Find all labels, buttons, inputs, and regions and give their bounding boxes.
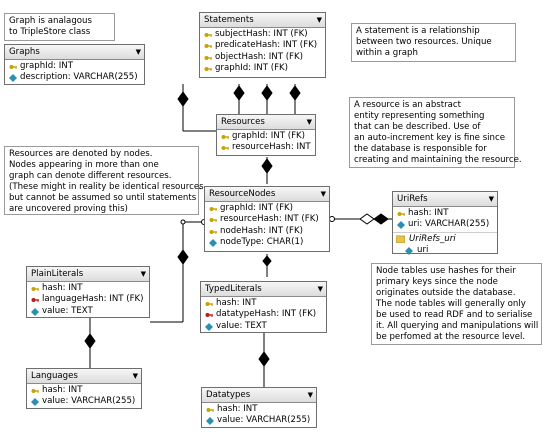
attribute-row: resourceHash: INT (FK) — [208, 214, 329, 225]
primary-key-icon — [204, 65, 212, 73]
statements-title[interactable]: Statements▼ — [200, 13, 325, 28]
graphs-entity[interactable]: Graphs▼ graphId: INT description: VARCHA… — [4, 44, 145, 85]
attribute-row: hash: INT — [205, 404, 316, 415]
primary-key-icon — [209, 205, 217, 213]
index-attribute-row: uri — [393, 245, 497, 256]
attribute-row: languageHash: INT (FK) — [30, 294, 149, 305]
attribute-row: value: TEXT — [30, 306, 149, 317]
primary-key-icon — [221, 133, 229, 141]
attribute-row: graphId: INT (FK) — [208, 203, 329, 214]
attribute-row: uri: VARCHAR(255) — [396, 219, 497, 230]
typedliterals-title[interactable]: TypedLiterals▼ — [201, 282, 326, 297]
graph-note: Graph is analagous to TripleStore class — [4, 13, 115, 41]
attribute-row: value: TEXT — [204, 321, 326, 332]
resources-entity[interactable]: Resources▼ graphId: INT (FK) resourceHas… — [216, 114, 316, 156]
attribute-row: graphId: INT (FK) — [203, 63, 325, 74]
attribute-row: graphId: INT — [8, 61, 144, 72]
statement-note: A statement is a relationship between tw… — [351, 23, 516, 62]
attribute-row: nodeHash: INT (FK) — [208, 226, 329, 237]
attribute-row: graphId: INT (FK) — [220, 131, 315, 142]
collapse-chevron-icon[interactable]: ▼ — [307, 391, 313, 399]
languages-entity[interactable]: Languages▼ hash: INT value: VARCHAR(255) — [26, 368, 142, 409]
resources-title[interactable]: Resources▼ — [217, 115, 315, 130]
primary-key-icon — [31, 387, 39, 395]
collapse-chevron-icon[interactable]: ▼ — [317, 285, 323, 293]
plainliterals-title[interactable]: PlainLiterals▼ — [27, 267, 149, 282]
attribute-diamond-icon — [205, 322, 213, 331]
resourcenodes-title[interactable]: ResourceNodes▼ — [205, 187, 329, 202]
attribute-row: datatypeHash: INT (FK) — [204, 309, 326, 320]
attribute-row: subjectHash: INT (FK) — [203, 29, 325, 40]
collapse-chevron-icon[interactable]: ▼ — [132, 372, 138, 380]
attribute-row: value: VARCHAR(255) — [205, 415, 316, 426]
collapse-chevron-icon[interactable]: ▼ — [320, 190, 326, 198]
resource-note: A resource is an abstract entity represe… — [349, 97, 522, 168]
primary-key-icon — [221, 144, 229, 152]
primary-key-icon — [206, 406, 214, 414]
attribute-row: hash: INT — [204, 298, 326, 309]
foreign-key-icon — [205, 311, 213, 319]
foreign-key-icon — [31, 296, 39, 304]
attribute-diamond-icon — [397, 221, 405, 230]
attribute-row: nodeType: CHAR(1) — [208, 237, 329, 248]
attribute-row: description: VARCHAR(255) — [8, 72, 144, 83]
attribute-diamond-icon — [9, 74, 17, 83]
attribute-diamond-icon — [31, 398, 39, 407]
hash-note: Node tables use hashes for their primary… — [371, 263, 542, 345]
index-folder-icon — [395, 234, 406, 244]
urirefs-entity[interactable]: UriRefs▼ hash: INT uri: VARCHAR(255) Uri… — [392, 191, 498, 256]
primary-key-icon — [204, 54, 212, 62]
urirefs-title[interactable]: UriRefs▼ — [393, 192, 497, 207]
attribute-diamond-icon — [405, 246, 413, 255]
typedliterals-entity[interactable]: TypedLiterals▼ hash: INT datatypeHash: I… — [200, 281, 327, 333]
primary-key-icon — [204, 31, 212, 39]
attribute-row: hash: INT — [396, 208, 497, 219]
collapse-chevron-icon[interactable]: ▼ — [306, 118, 312, 126]
primary-key-icon — [397, 210, 405, 218]
attribute-diamond-icon — [31, 307, 39, 316]
attribute-diamond-icon — [209, 239, 217, 248]
attribute-row: value: VARCHAR(255) — [30, 396, 141, 407]
collapse-chevron-icon[interactable]: ▼ — [316, 16, 322, 24]
plainliterals-entity[interactable]: PlainLiterals▼ hash: INT languageHash: I… — [26, 266, 150, 318]
primary-key-icon — [209, 228, 217, 236]
languages-title[interactable]: Languages▼ — [27, 369, 141, 384]
primary-key-icon — [204, 42, 212, 50]
attribute-row: hash: INT — [30, 385, 141, 396]
attribute-diamond-icon — [206, 417, 214, 426]
nodes-note: Resources are denoted by nodes. Nodes ap… — [4, 146, 204, 215]
primary-key-icon — [205, 300, 213, 308]
graphs-title[interactable]: Graphs▼ — [5, 45, 144, 60]
datatypes-title[interactable]: Datatypes▼ — [202, 388, 316, 403]
collapse-chevron-icon[interactable]: ▼ — [140, 270, 146, 278]
statements-entity[interactable]: Statements▼ subjectHash: INT (FK) predic… — [199, 12, 326, 78]
datatypes-entity[interactable]: Datatypes▼ hash: INT value: VARCHAR(255) — [201, 387, 317, 428]
collapse-chevron-icon[interactable]: ▼ — [135, 48, 141, 56]
index-row[interactable]: UriRefs_uri — [393, 231, 497, 245]
collapse-chevron-icon[interactable]: ▼ — [488, 195, 494, 203]
attribute-row: hash: INT — [30, 283, 149, 294]
primary-key-icon — [31, 285, 39, 293]
primary-key-icon — [9, 63, 17, 71]
attribute-row: predicateHash: INT (FK) — [203, 40, 325, 51]
primary-key-icon — [209, 216, 217, 224]
attribute-row: resourceHash: INT — [220, 142, 315, 153]
attribute-row: objectHash: INT (FK) — [203, 52, 325, 63]
resourcenodes-entity[interactable]: ResourceNodes▼ graphId: INT (FK) resourc… — [204, 186, 330, 252]
